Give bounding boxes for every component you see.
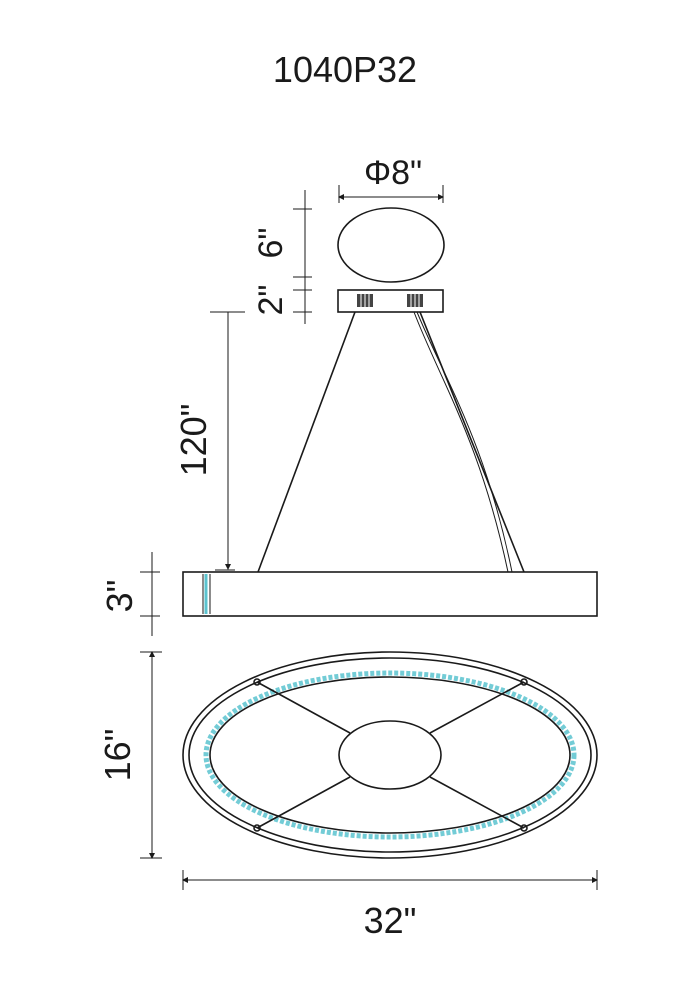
cable-length-label: 120": [173, 404, 214, 477]
ring-height-label: 3": [99, 580, 140, 613]
canopy-height-dimension: 6" 2": [252, 190, 312, 324]
ring-width-label: 32": [364, 900, 417, 941]
ring-top-view: [182, 651, 598, 859]
model-title: 1040P32: [273, 49, 417, 90]
canopy-base: [337, 289, 444, 313]
canopy-diameter-label: Φ8": [364, 154, 422, 192]
canopy-height-label: 6": [252, 228, 290, 259]
canopy-diameter-dimension: Φ8": [338, 154, 444, 203]
ring-width-dimension: 32": [182, 870, 598, 941]
canopy-top-view: [337, 207, 445, 283]
ring-depth-dimension: 16": [97, 651, 162, 859]
canopy-base-height-label: 2": [252, 285, 290, 316]
cable-length-dimension: 120": [173, 311, 245, 571]
ring-side-view: [182, 571, 598, 617]
ring-height-dimension: 3": [99, 552, 160, 636]
suspension-cables: [257, 311, 525, 573]
ring-depth-label: 16": [97, 729, 138, 782]
